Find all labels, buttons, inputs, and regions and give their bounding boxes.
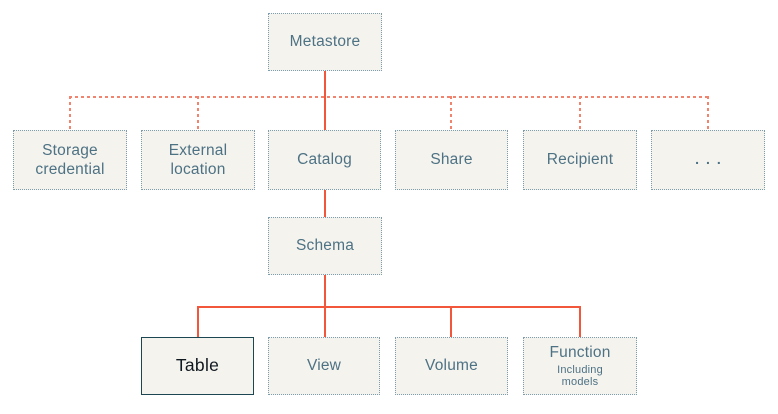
node-table: Table (141, 337, 254, 395)
node-storage-credential-label: Storage credential (35, 141, 105, 178)
node-external-location-label: External location (168, 141, 228, 178)
node-catalog-label: Catalog (297, 151, 352, 169)
node-table-label: Table (175, 355, 220, 376)
connector-drop-volume (450, 306, 452, 338)
connector-drop-storage-credential (69, 96, 71, 131)
node-storage-credential: Storage credential (13, 130, 127, 190)
connector-metastore-catalog (324, 71, 326, 131)
node-recipient-label: Recipient (546, 151, 614, 169)
connector-tier1-horizontal (69, 96, 709, 98)
node-view-label: View (306, 357, 342, 375)
node-share: Share (395, 130, 508, 190)
node-metastore-label: Metastore (289, 33, 361, 51)
connector-tier3-horizontal (197, 306, 581, 308)
connector-drop-external-location (197, 96, 199, 131)
node-function: Function Including models (523, 337, 637, 395)
node-recipient: Recipient (523, 130, 637, 190)
node-share-label: Share (430, 151, 473, 169)
node-ellipsis: ... (651, 130, 765, 190)
node-external-location: External location (141, 130, 255, 190)
connector-drop-function (579, 306, 581, 338)
node-function-sublabel: Including models (557, 363, 603, 389)
node-volume-label: Volume (425, 357, 478, 375)
connector-drop-recipient (579, 96, 581, 131)
connector-drop-table (197, 306, 199, 338)
node-view: View (268, 337, 380, 395)
node-ellipsis-label: ... (695, 151, 728, 168)
connector-drop-ellipsis (707, 96, 709, 131)
node-schema-label: Schema (295, 237, 355, 255)
node-catalog: Catalog (268, 130, 381, 190)
node-schema: Schema (268, 217, 382, 275)
connector-catalog-schema (324, 190, 326, 218)
connector-drop-share (450, 96, 452, 131)
node-volume: Volume (395, 337, 508, 395)
node-metastore: Metastore (268, 13, 382, 71)
node-function-label: Function (549, 344, 611, 362)
